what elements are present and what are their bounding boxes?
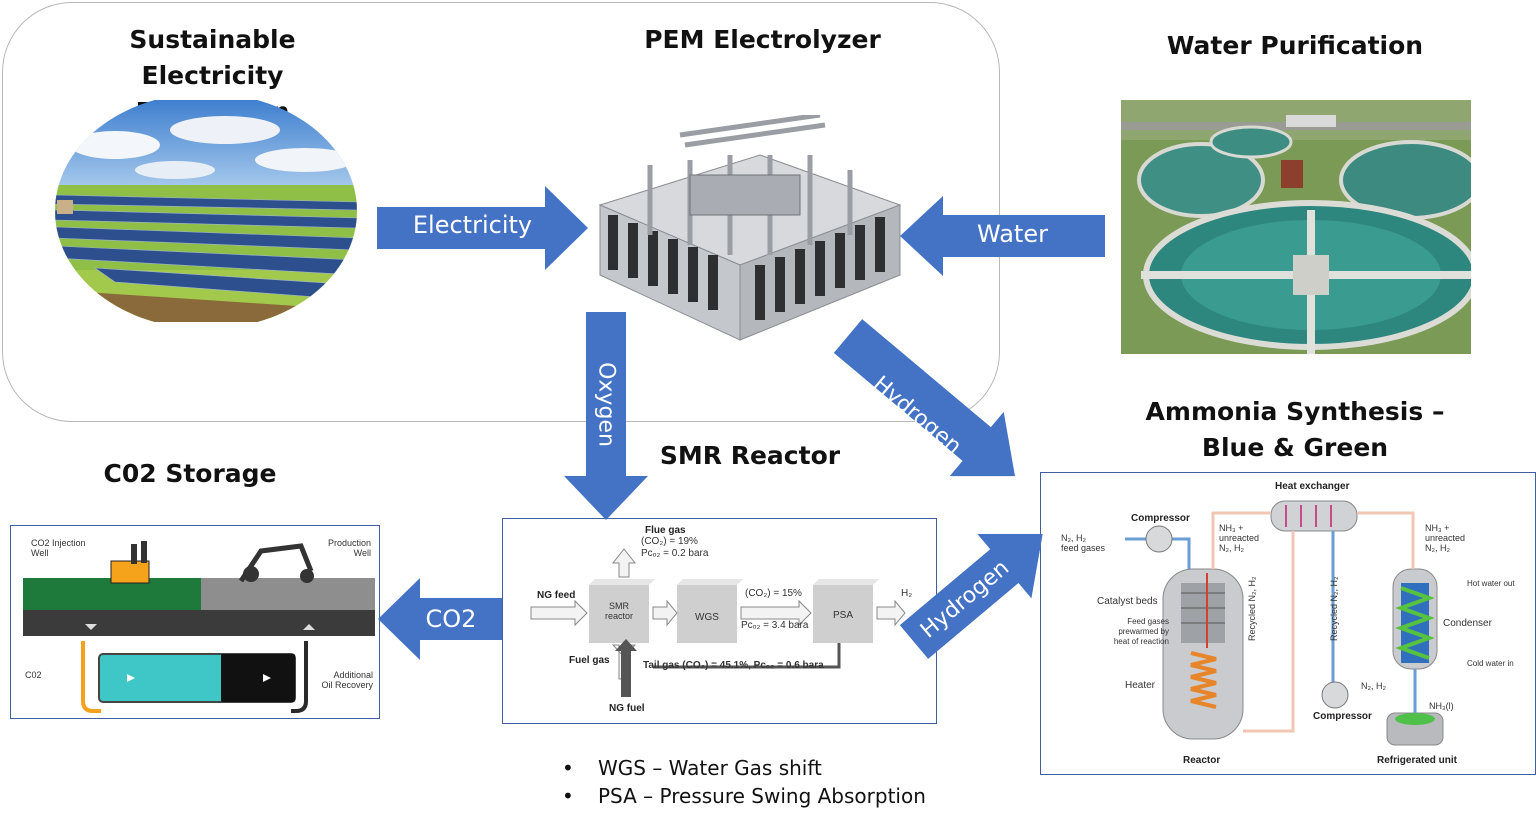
co2-storage-illustration [23,541,375,713]
label-compressor-bottom: Compressor [1313,711,1372,722]
title-water-purification: Water Purification [1166,31,1424,60]
oxygen-arrow [564,312,648,520]
pem-electrolyzer-image [598,115,902,341]
title-pem-electrolyzer: PEM Electrolyzer [644,25,881,54]
label-nh3-liquid: NH₃(l) [1429,701,1454,711]
co2-arrow [378,578,502,660]
label-fuel-gas: Fuel gas [569,655,610,666]
label-electricity: Electricity [412,211,533,239]
label-reactor: Reactor [1183,755,1221,766]
ammonia-plant-diagram [1125,500,1444,746]
title-co2-storage: C02 Storage [103,459,277,488]
label-hot-water-out: Hot water out [1467,579,1515,588]
label-flue-gas: Flue gas [645,525,686,536]
box-psa: PSA [832,610,853,621]
label-ng-fuel: NG fuel [609,703,645,714]
water-purification-image [1121,100,1471,354]
label-mid-pressure: Pᴄₒ₂ = 3.4 bara [741,620,809,631]
water-arrow [900,196,1105,276]
upper-process-frame [2,2,1000,422]
label-flue-co2: (CO₂) = 19% [641,536,698,547]
label-co2: C02 [25,670,42,680]
label-refrigerated-unit: Refrigerated unit [1377,755,1458,766]
bullet-wgs: •WGS – Water Gas shift [562,756,822,780]
label-heater: Heater [1125,680,1156,691]
box-wgs: WGS [695,612,719,623]
label-n2h2: N₂, H₂ [1361,681,1386,691]
label-mid-co2: (CO₂) = 15% [745,588,802,599]
label-heat-exchanger: Heat exchanger [1275,481,1350,492]
solar-farm-image [55,100,357,322]
label-water: Water [977,220,1048,248]
label-tail-gas: Tail gas (CO₂) = 45.1%, Pᴄₒ₂ = 0.6 bara [643,660,824,671]
electricity-arrow [377,186,588,270]
hydrogen-bottom-arrow [899,533,1043,659]
label-catalyst-beds: Catalyst beds [1097,596,1158,607]
label-compressor-top: Compressor [1131,513,1190,524]
title-ammonia-synthesis: Ammonia Synthesis –Blue & Green [1145,397,1445,462]
label-ng-feed: NG feed [537,590,576,601]
label-h2: H₂ [901,588,913,599]
label-cold-water-in: Cold water in [1467,659,1514,668]
label-co2-arrow: CO2 [425,605,477,633]
label-oxygen: Oxygen [593,362,619,447]
smr-flow-diagram [530,548,906,697]
label-flue-pressure: Pᴄₒ₂ = 0.2 bara [641,548,709,559]
title-smr-reactor: SMR Reactor [659,441,841,470]
bullet-psa: •PSA – Pressure Swing Absorption [562,784,926,808]
label-condenser: Condenser [1443,618,1492,629]
hydrogen-top-arrow [833,319,1015,477]
